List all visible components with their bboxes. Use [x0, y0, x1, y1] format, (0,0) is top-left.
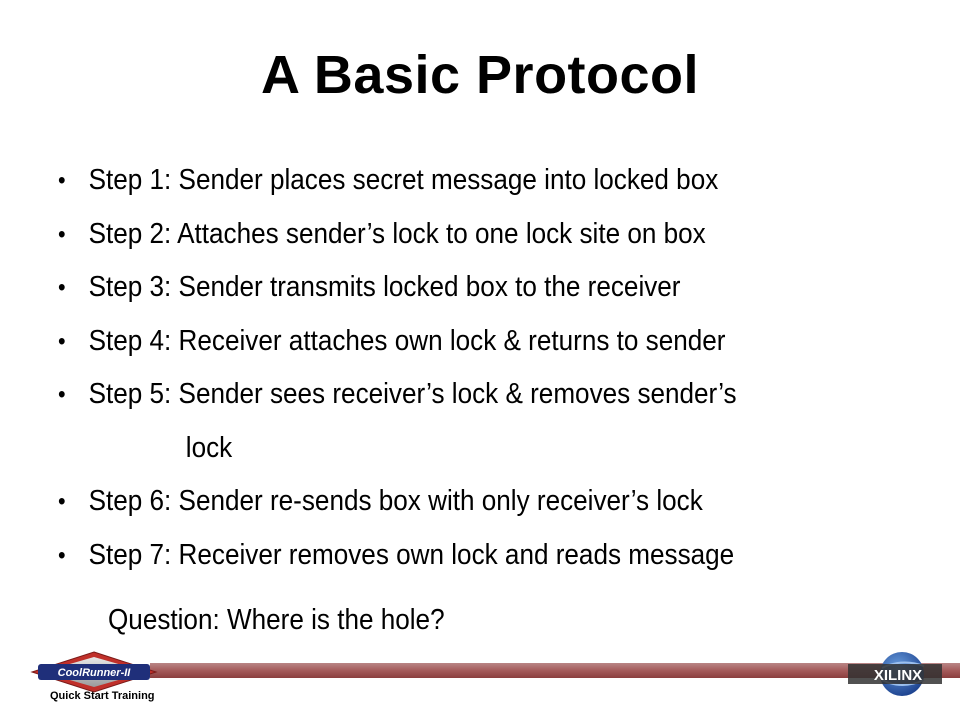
- bullet-dot-icon: •: [58, 220, 66, 248]
- slide-title: A Basic Protocol: [260, 45, 700, 105]
- bullet-text: Step 3: Sender transmits locked box to t…: [88, 271, 681, 303]
- bullet-item: • Step 2: Attaches sender’s lock to one l…: [58, 208, 850, 262]
- bullet-item: • Step 5: Sender sees receiver’s lock & r…: [58, 368, 850, 422]
- bullet-text: Step 6: Sender re-sends box with only re…: [88, 485, 703, 517]
- question-text: Question: Where is the hole?: [108, 604, 445, 636]
- bullet-dot-icon: •: [58, 327, 66, 355]
- bullet-text: Step 2: Attaches sender’s lock to one lo…: [88, 217, 706, 250]
- footer-caption: Quick Start Training: [50, 690, 155, 702]
- xilinx-logo-icon: XILINX: [846, 650, 946, 696]
- bullet-list: • Step 1: Sender places secret message in…: [58, 154, 938, 582]
- bullet-item: • Step 1: Sender places secret message in…: [58, 154, 850, 208]
- footer-bar: [150, 663, 960, 678]
- bullet-dot-icon: •: [58, 381, 66, 408]
- logo-text: CoolRunner-II: [58, 667, 132, 679]
- bullet-continuation: lock: [58, 422, 850, 476]
- bullet-dot-icon: •: [58, 488, 66, 515]
- bullet-text: Step 5: Sender sees receiver’s lock & re…: [88, 378, 737, 410]
- logo-text: XILINX: [874, 667, 922, 684]
- coolrunner-logo-icon: CoolRunner-II: [28, 650, 160, 710]
- bullet-dot-icon: •: [58, 541, 66, 569]
- bullet-text: Step 1: Sender places secret message int…: [88, 164, 719, 196]
- bullet-dot-icon: •: [58, 167, 66, 194]
- bullet-text: Step 4: Receiver attaches own lock & ret…: [88, 324, 726, 357]
- bullet-dot-icon: •: [58, 274, 66, 301]
- bullet-text: Step 7: Receiver removes own lock and re…: [88, 538, 735, 571]
- bullet-item: • Step 3: Sender transmits locked box to …: [58, 261, 850, 315]
- bullet-item: • Step 4: Receiver attaches own lock & re…: [58, 315, 850, 369]
- bullet-text: lock: [185, 431, 233, 464]
- bullet-item: • Step 7: Receiver removes own lock and r…: [58, 529, 850, 583]
- bullet-item: • Step 6: Sender re-sends box with only r…: [58, 475, 850, 529]
